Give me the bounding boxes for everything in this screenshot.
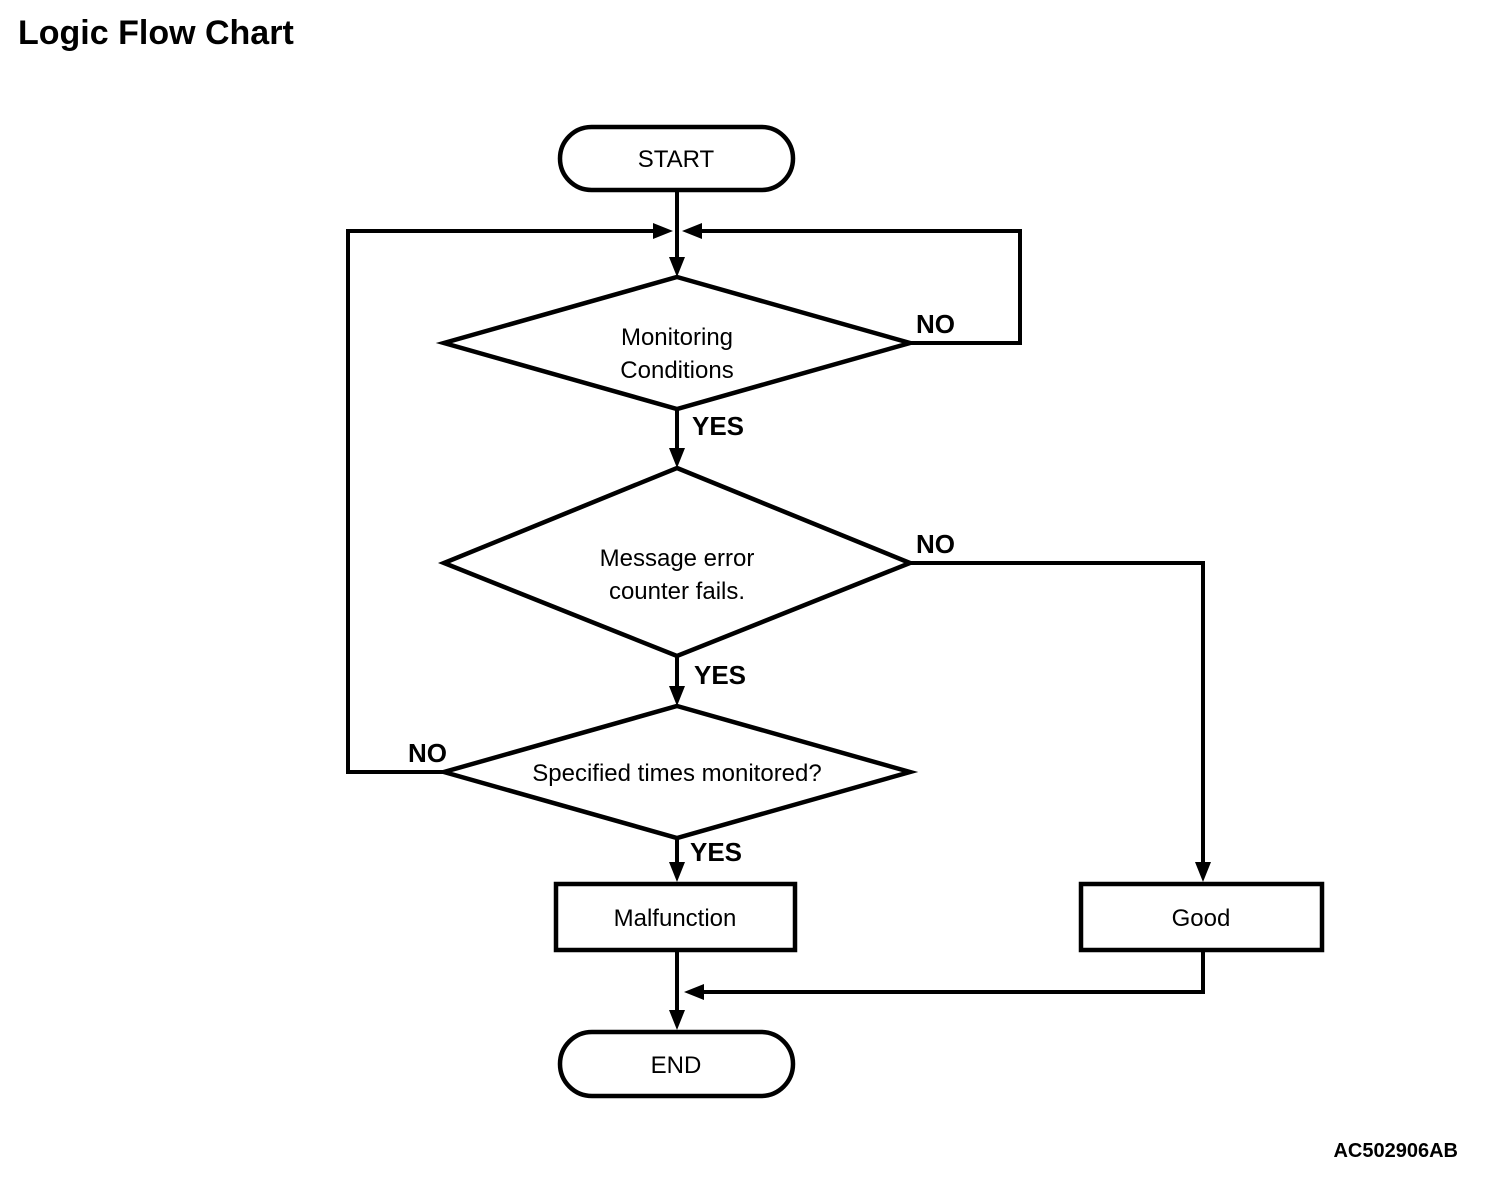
edge-message-error-no: NO: [910, 529, 1211, 882]
page-title: Logic Flow Chart: [18, 14, 294, 52]
arrowhead-left: [682, 223, 702, 239]
branch-label-yes: YES: [692, 411, 744, 441]
edge-malfunction-to-end: [669, 950, 685, 1030]
message-error-label-line1: Message error: [600, 545, 755, 572]
monitoring-conditions-label-line2: Conditions: [620, 357, 733, 384]
end-shape: [557, 1029, 796, 1099]
arrowhead-down: [669, 862, 685, 882]
malfunction-shape: [553, 881, 798, 953]
monitoring-conditions-label-line1: Monitoring: [621, 324, 733, 351]
good-box: Good: [1078, 881, 1325, 953]
edge-message-error-yes: YES: [669, 656, 746, 706]
arrowhead-down: [669, 1010, 685, 1030]
message-error-shape: [437, 465, 917, 659]
edge-line: [910, 561, 1205, 864]
edge-specified-times-no-loop: NO: [346, 223, 673, 774]
monitoring-conditions-decision: Monitoring Conditions: [435, 274, 919, 412]
edge-line: [702, 950, 1205, 994]
edge-monitoring-no-loop: NO: [682, 223, 1022, 345]
arrowhead-right: [653, 223, 673, 239]
arrowhead-down: [1195, 862, 1211, 882]
malfunction-box: Malfunction: [553, 881, 798, 953]
arrowhead-down: [669, 686, 685, 706]
start-shape: [557, 124, 796, 193]
message-error-decision: Message error counter fails.: [437, 465, 917, 659]
branch-label-yes: YES: [690, 837, 742, 867]
monitoring-conditions-shape: [435, 274, 919, 412]
branch-label-yes: YES: [694, 660, 746, 690]
arrowhead-down: [669, 448, 685, 468]
edge-specified-times-yes: YES: [669, 837, 742, 882]
end-node: END: [557, 1029, 796, 1099]
good-shape: [1078, 881, 1325, 953]
edge-monitoring-yes: YES: [669, 409, 744, 468]
message-error-label-line2: counter fails.: [609, 578, 745, 605]
edge-good-to-end: [684, 950, 1205, 1000]
branch-label-no: NO: [916, 529, 955, 559]
edge-line: [346, 229, 655, 774]
edge-line: [700, 229, 1022, 345]
specified-times-label: Specified times monitored?: [532, 760, 821, 787]
arrowhead-left: [684, 984, 704, 1000]
specified-times-decision: Specified times monitored?: [435, 703, 919, 841]
start-label: START: [638, 146, 715, 173]
branch-label-no: NO: [408, 738, 447, 768]
figure-code: AC502906AB: [1333, 1140, 1458, 1162]
end-label: END: [651, 1052, 702, 1079]
good-label: Good: [1172, 905, 1231, 932]
start-node: START: [557, 124, 796, 193]
specified-times-shape: [435, 703, 919, 841]
edge-start-to-monitoring: [669, 190, 685, 277]
arrowhead-down: [669, 257, 685, 277]
branch-label-no: NO: [916, 309, 955, 339]
malfunction-label: Malfunction: [614, 905, 737, 932]
